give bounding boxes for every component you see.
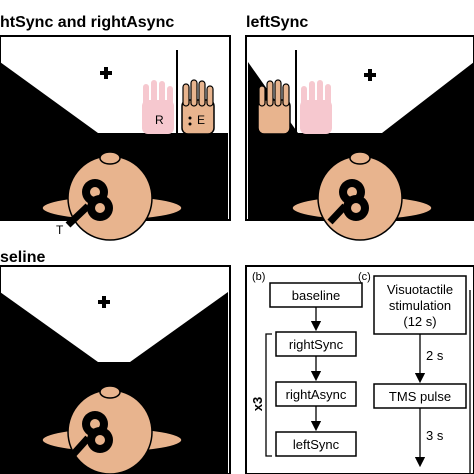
stimulation-line2: stimulation [389,298,451,313]
panel-title-right-sync-async: htSync and rightAsync [0,14,174,31]
right-sync-box-label: rightSync [289,337,344,352]
flowchart-panel: (b) (c) baseline rightSync rightAsync le… [245,265,474,474]
body-shape [0,62,228,200]
tms-pulse-box-label: TMS pulse [389,389,451,404]
panel-right-sync-async: htSync and rightAsync R [0,14,231,241]
body-shape [248,62,474,200]
repeat-label: x3 [250,397,265,411]
fixation-cross-icon [100,67,112,79]
nose-shape [349,151,371,165]
head-shape [67,155,153,241]
panel-label-c: (c) [358,271,371,283]
panel-label-b: (b) [252,271,265,283]
right-sync-box [275,331,357,357]
panel-baseline: seline [0,249,231,474]
left-sync-box-label: leftSync [293,437,340,452]
tms-coil-icon [67,411,113,461]
right-async-box-label: rightAsync [286,387,347,402]
repeat-bracket [265,333,272,457]
rubber-hand-icon [142,80,174,134]
baseline-box-label: baseline [292,288,340,303]
stimulation-line3: (12 s) [403,314,436,329]
baseline-box [269,282,363,308]
nose-shape [99,151,121,165]
panel-title-baseline: seline [0,249,45,266]
panel-left-sync: leftSync [245,14,474,241]
stimulation-box [373,275,467,335]
real-hand-icon [257,79,291,135]
real-hand-icon [181,79,215,135]
panel-title-left-sync: leftSync [246,14,308,31]
tms-pulse-box [373,383,467,409]
tms-coil-icon [65,179,113,228]
nose-shape [99,385,121,399]
stimulation-line1: Visuotactile [387,282,453,297]
tms-coil-icon [327,179,369,225]
fixation-cross-icon [98,296,110,308]
fixation-cross-icon [364,69,376,81]
hand-label-r: R [155,113,164,127]
left-sync-box [275,431,357,457]
body-shape [0,292,228,474]
rubber-hand-icon [300,80,332,134]
tms-label: T [56,223,64,237]
hand-label-e: E [197,113,205,127]
delay2-label: 3 s [426,428,444,443]
delay1-label: 2 s [426,348,444,363]
